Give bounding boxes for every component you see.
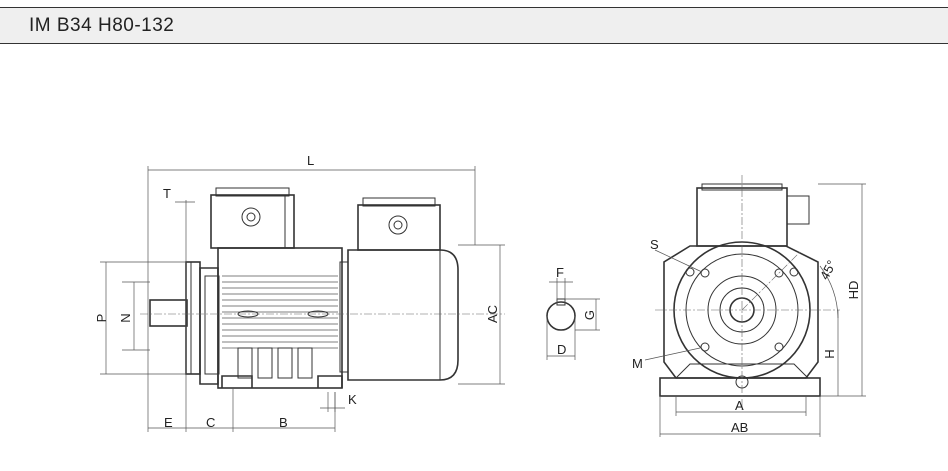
page-title: IM B34 H80-132: [29, 15, 175, 36]
dim-label-k: K: [348, 392, 357, 407]
dim-label-c: C: [206, 415, 215, 430]
front-view: [644, 175, 866, 437]
dim-label-n: N: [118, 313, 133, 322]
dim-label-b: B: [279, 415, 288, 430]
dim-label-h: H: [822, 349, 837, 358]
dim-label-hd: HD: [846, 281, 861, 300]
dim-label-ac: AC: [485, 305, 500, 323]
dim-label-e: E: [164, 415, 173, 430]
dim-label-t: T: [163, 186, 171, 201]
dim-label-g: G: [582, 310, 597, 320]
title-bar: IM B34 H80-132: [0, 7, 948, 44]
dim-label-angle: 45°: [817, 258, 839, 282]
side-view: [100, 166, 505, 432]
dim-label-p: P: [94, 314, 109, 323]
shaft-section-view: [546, 278, 600, 360]
dim-label-f: F: [556, 265, 564, 280]
dim-label-ab: AB: [731, 420, 748, 435]
dim-label-s: S: [650, 237, 659, 252]
dim-label-d: D: [557, 342, 566, 357]
dim-label-a: A: [735, 398, 744, 413]
dim-label-m: M: [632, 356, 643, 371]
dim-label-l: L: [307, 153, 314, 168]
